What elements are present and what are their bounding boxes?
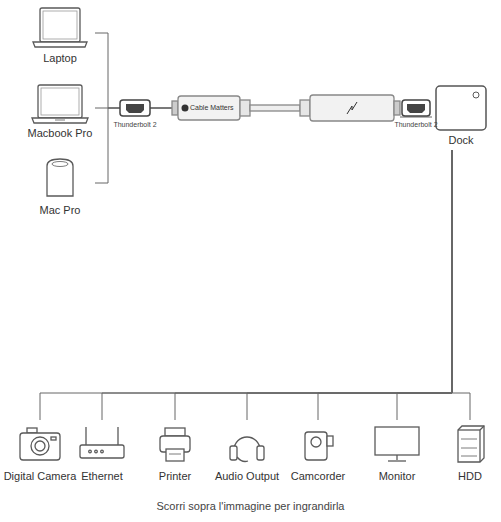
router-icon xyxy=(89,450,92,453)
camera-icon xyxy=(35,441,45,451)
cable-strain-relief xyxy=(300,100,310,116)
node-label: Camcorder xyxy=(282,470,354,482)
port-label: Thunderbolt 2 xyxy=(386,120,446,129)
camera-icon xyxy=(20,433,60,460)
cable-plug xyxy=(394,101,400,115)
connector-line xyxy=(452,150,470,420)
laptop-icon xyxy=(43,11,77,39)
computer-node: Laptop xyxy=(25,4,95,66)
hdd-icon xyxy=(461,448,477,449)
cable-connector xyxy=(178,96,240,120)
macpro-icon xyxy=(52,162,68,167)
hdd-icon xyxy=(458,426,484,462)
computer-node: Mac Pro xyxy=(25,156,95,218)
connector-line xyxy=(397,150,452,420)
cable-strain-relief xyxy=(240,100,250,116)
headphones-icon xyxy=(234,437,260,450)
device-node: Camcorder xyxy=(282,420,354,484)
connector-line xyxy=(318,150,452,420)
cable-plug xyxy=(172,101,178,115)
connector-line xyxy=(175,150,452,420)
cable-node: Cable Matters xyxy=(178,94,400,122)
headphones-icon xyxy=(230,446,237,460)
printer-icon xyxy=(169,454,181,455)
router-icon xyxy=(85,427,86,445)
connector-line xyxy=(95,33,178,108)
laptop-icon xyxy=(40,8,80,42)
node-label: Audio Output xyxy=(211,470,283,482)
connector-line xyxy=(40,150,452,420)
router-icon xyxy=(80,445,124,458)
monitor-icon xyxy=(396,455,397,460)
node-label: Dock xyxy=(432,134,490,146)
node-label: Laptop xyxy=(25,52,95,64)
computer-node: Macbook Pro xyxy=(25,82,95,140)
cable-wire xyxy=(250,105,300,111)
node-label: Printer xyxy=(139,470,211,482)
printer-icon xyxy=(165,428,185,436)
brand-text: Cable Matters xyxy=(190,103,240,113)
device-node: Monitor xyxy=(361,420,433,484)
headphones-icon xyxy=(257,446,264,460)
dock-icon xyxy=(473,92,479,98)
dock-icon xyxy=(436,86,486,130)
thunderbolt-port-icon xyxy=(402,100,430,116)
printer-icon xyxy=(166,449,184,461)
router-icon xyxy=(95,450,98,453)
node-label: Digital Camera xyxy=(0,470,80,482)
router-icon xyxy=(117,427,118,445)
headphones-icon xyxy=(237,457,248,462)
router-icon xyxy=(101,450,104,453)
node-label: Mac Pro xyxy=(25,204,95,216)
device-node: HDD xyxy=(440,420,500,484)
thunderbolt-port-icon xyxy=(126,104,144,113)
macbook-icon xyxy=(32,118,88,123)
cable-connector xyxy=(310,95,394,121)
hdd-icon xyxy=(458,429,480,430)
camcorder-icon xyxy=(311,437,321,447)
caption-text: Scorri sopra l'immagine per ingrandirla xyxy=(0,499,501,513)
hdd-icon xyxy=(480,426,484,430)
monitor-icon xyxy=(388,460,406,461)
macbook-icon xyxy=(38,85,82,118)
macpro-icon xyxy=(47,159,73,196)
camera-icon xyxy=(27,428,37,433)
node-label: Ethernet xyxy=(66,470,138,482)
dock-node: Dock xyxy=(432,84,490,150)
device-node: Printer xyxy=(139,420,211,484)
port-label: Thunderbolt 2 xyxy=(105,120,165,129)
camera-icon xyxy=(51,437,56,440)
hdd-icon xyxy=(461,439,477,440)
laptop-icon xyxy=(33,42,87,47)
connector-line xyxy=(247,150,452,420)
hdd-icon xyxy=(461,456,477,457)
thunderbolt-port-icon xyxy=(407,104,425,113)
connector-line xyxy=(102,150,452,420)
thunderbolt-symbol xyxy=(347,102,357,114)
camera-icon xyxy=(31,437,49,455)
camcorder-icon xyxy=(327,436,333,446)
camcorder-icon xyxy=(305,432,327,460)
hdd-icon xyxy=(479,430,480,462)
macbook-icon xyxy=(41,88,79,115)
node-label: Macbook Pro xyxy=(25,127,95,139)
node-label: HDD xyxy=(440,470,500,482)
node-label: Monitor xyxy=(361,470,433,482)
device-node: Ethernet xyxy=(66,420,138,484)
device-node: Audio Output xyxy=(211,420,283,484)
macbook-icon xyxy=(55,120,65,121)
monitor-icon xyxy=(375,427,419,455)
device-node: Digital Camera xyxy=(0,420,80,484)
connector-line xyxy=(95,108,178,183)
thunderbolt-port-icon xyxy=(120,100,150,116)
cable-logo xyxy=(182,105,189,112)
